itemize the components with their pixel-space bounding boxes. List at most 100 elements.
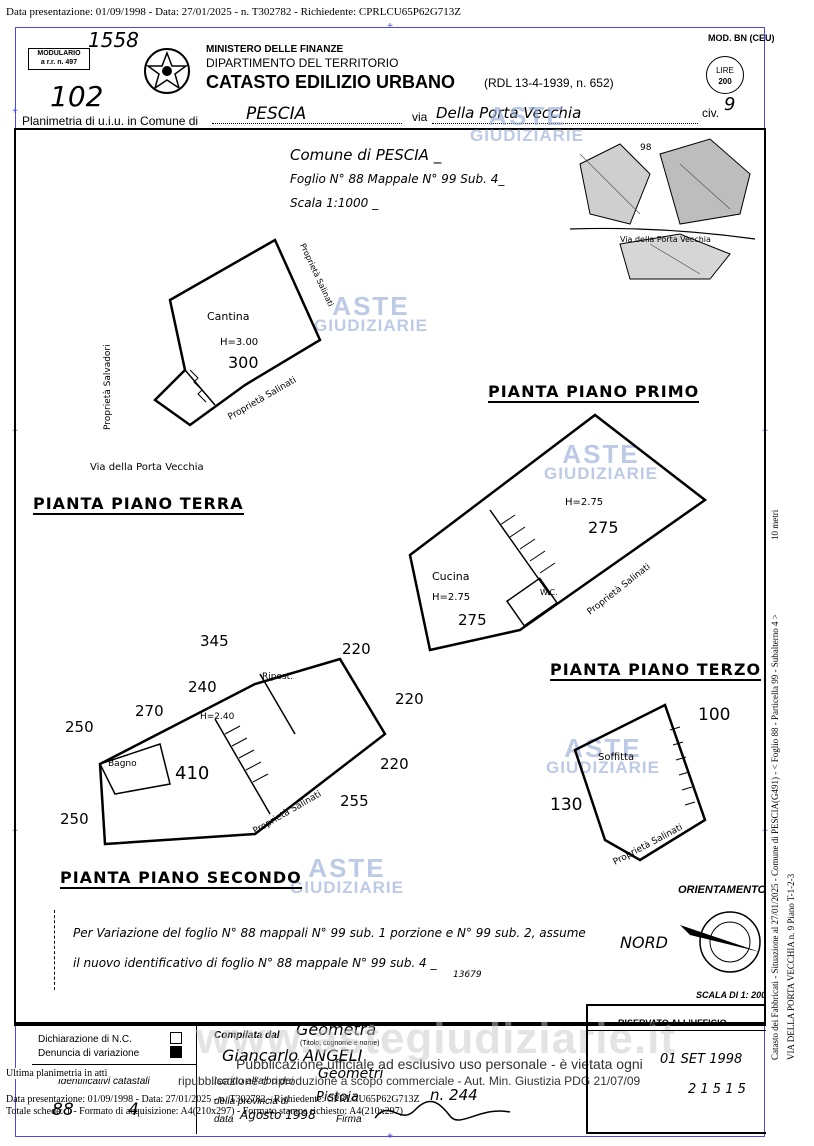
plan-piano-primo: H=2.75 275 Cucina H=2.75 275 W.C. Propri…	[408, 413, 708, 652]
terra-side2: Proprietà Salinati	[227, 375, 299, 422]
terzo-d130: 130	[550, 795, 582, 815]
secondo-d220a: 220	[342, 640, 371, 658]
secondo-room: Bagno	[108, 759, 137, 769]
ultima-planimetria: Ultima planimetria in atti	[6, 1068, 108, 1079]
civ-value: 9	[724, 94, 736, 115]
ministry: MINISTERO DELLE FINANZE	[206, 44, 344, 55]
drawing-area	[14, 128, 766, 1024]
plan-piano-terzo: Soffitta 100 130 Proprietà Salinati	[550, 703, 730, 868]
note-scala: Scala 1:1000 _	[290, 196, 379, 210]
plan-piano-secondo: 345 220 220 220 250 270 240 250 255 410 …	[60, 632, 424, 846]
secondo-d240: 240	[188, 678, 217, 696]
via-label: via	[412, 110, 428, 124]
variazione-line2: il nuovo identificativo di foglio N° 88 …	[73, 956, 437, 970]
primo-height: H=2.75	[565, 497, 603, 508]
secondo-height: H=2.40	[200, 712, 235, 722]
side-catasto: Catasto dei Fabbricati - Situazione al 2…	[770, 614, 780, 1060]
terra-height: H=3.00	[220, 337, 258, 348]
number-102: 102	[50, 80, 104, 113]
terra-area: 300	[228, 353, 259, 372]
variazione-number: 13679	[453, 970, 482, 980]
title-piano-secondo: PIANTA PIANO SECONDO	[60, 868, 302, 889]
stamp-number: 2 1 5 1 5	[688, 1082, 746, 1097]
emblem-icon	[144, 48, 190, 94]
primo-area: 275	[588, 518, 619, 537]
terra-side3: Proprietà Salinati	[298, 242, 335, 308]
variazione-line1: Per Variazione del foglio N° 88 mappali …	[73, 926, 586, 940]
map-street: Via della Porta Vecchia	[620, 235, 711, 244]
secondo-side: Proprietà Salinati	[252, 789, 324, 836]
planimetria-label: Planimetria di u.i.u. in Comune di	[22, 114, 199, 128]
title-piano-primo: PIANTA PIANO PRIMO	[488, 382, 700, 403]
primo-room-area: 275	[458, 611, 487, 629]
orientamento-label: ORIENTAMENTO	[678, 884, 767, 896]
title-piano-terra: PIANTA PIANO TERRA	[33, 494, 244, 515]
nord-text: NORD	[620, 933, 668, 952]
provincia-value: Pistoia	[316, 1090, 359, 1105]
side-metri: 10 metri	[770, 509, 780, 540]
denuncia-label: Denuncia di variazione	[38, 1048, 140, 1059]
comune-value: PESCIA	[246, 104, 307, 124]
modulario-box: MODULARIO a r.r. n. 497	[28, 48, 90, 70]
secondo-area: 410	[175, 763, 209, 784]
secondo-d250b: 250	[60, 810, 89, 828]
map-number: 98	[640, 143, 652, 153]
mod-code: MOD. BN (CEU)	[708, 33, 775, 43]
watermark-site: www.astegiudiziarie.it	[196, 1014, 677, 1063]
law-reference: (RDL 13-4-1939, n. 652)	[484, 76, 614, 90]
secondo-d250a: 250	[65, 718, 94, 736]
terzo-d100: 100	[698, 705, 730, 725]
terra-side1: Proprietà Salvadori	[103, 344, 113, 430]
terra-street: Via della Porta Vecchia	[90, 462, 204, 473]
side-via: VIA DELLA PORTA VECCHIA n. 9 Piano T-1-2…	[786, 873, 796, 1060]
data-presentazione-footer: Data presentazione: 01/09/1998 - Data: 2…	[6, 1094, 420, 1105]
sub-4: 4	[128, 1100, 139, 1120]
dichiarazione-checkbox	[170, 1032, 182, 1044]
iscrizione-numero: n. 244	[430, 1086, 478, 1104]
terzo-room: Soffitta	[598, 752, 634, 763]
identificativi-label: Identificativi catastali	[58, 1076, 150, 1087]
primo-room-height: H=2.75	[432, 592, 470, 603]
iscritto-value: Geometri	[318, 1066, 384, 1082]
footer-section	[14, 1024, 766, 1136]
foglio-88: 88	[52, 1100, 74, 1120]
terzo-side: Proprietà Salinati	[612, 823, 685, 868]
secondo-d255: 255	[340, 792, 369, 810]
titolo-hint: (Titolo, cognome e nome)	[300, 1040, 380, 1047]
compilata-value: Geometra	[296, 1020, 377, 1039]
terra-room: Cantina	[207, 310, 249, 323]
compass-icon: NORD	[620, 911, 761, 973]
secondo-d220b: 220	[395, 690, 424, 708]
signature	[374, 1100, 511, 1121]
location-map: 98 Via della Porta Vecchia	[569, 138, 756, 280]
title-piano-terzo: PIANTA PIANO TERZO	[550, 660, 762, 681]
variazione-box: Per Variazione del foglio N° 88 mappali …	[54, 910, 615, 990]
civ-label: civ.	[702, 106, 720, 120]
data-label: data	[214, 1114, 234, 1125]
plan-piano-terra: Cantina H=3.00 300 Via della Porta Vecch…	[90, 238, 335, 473]
iscritto-label: Iscritto all'albo dei	[214, 1076, 294, 1087]
catasto-title: CATASTO EDILIZIO URBANO	[206, 72, 455, 92]
secondo-d345: 345	[200, 632, 229, 650]
denuncia-checkbox	[170, 1046, 182, 1058]
secondo-d270: 270	[135, 702, 164, 720]
department: DIPARTIMENTO DEL TERRITORIO	[206, 56, 399, 70]
lire-stamp: LIRE 200	[706, 56, 744, 94]
primo-wc: W.C.	[540, 588, 558, 597]
primo-side: Proprietà Salinati	[586, 562, 653, 617]
firma-label: Firma	[336, 1114, 362, 1125]
riservato-box: RISERVATO ALL'UFFICIO 01 SET 1998 2 1 5 …	[586, 1004, 766, 1134]
data-value: Agosto 1998	[240, 1108, 316, 1122]
dichiarazione-label: Dichiarazione di N.C.	[38, 1034, 132, 1045]
note-foglio: Foglio N° 88 Mappale N° 99 Sub. 4_	[290, 172, 505, 186]
number-1558: 1558	[88, 28, 139, 52]
secondo-rip: Ripost.	[262, 672, 293, 682]
note-comune: Comune di PESCIA _	[290, 146, 442, 164]
scala-label: SCALA DI 1: 200	[696, 990, 767, 1000]
pubblicazione-line2: ripubblicazione o riproduzione a scopo c…	[178, 1074, 641, 1088]
